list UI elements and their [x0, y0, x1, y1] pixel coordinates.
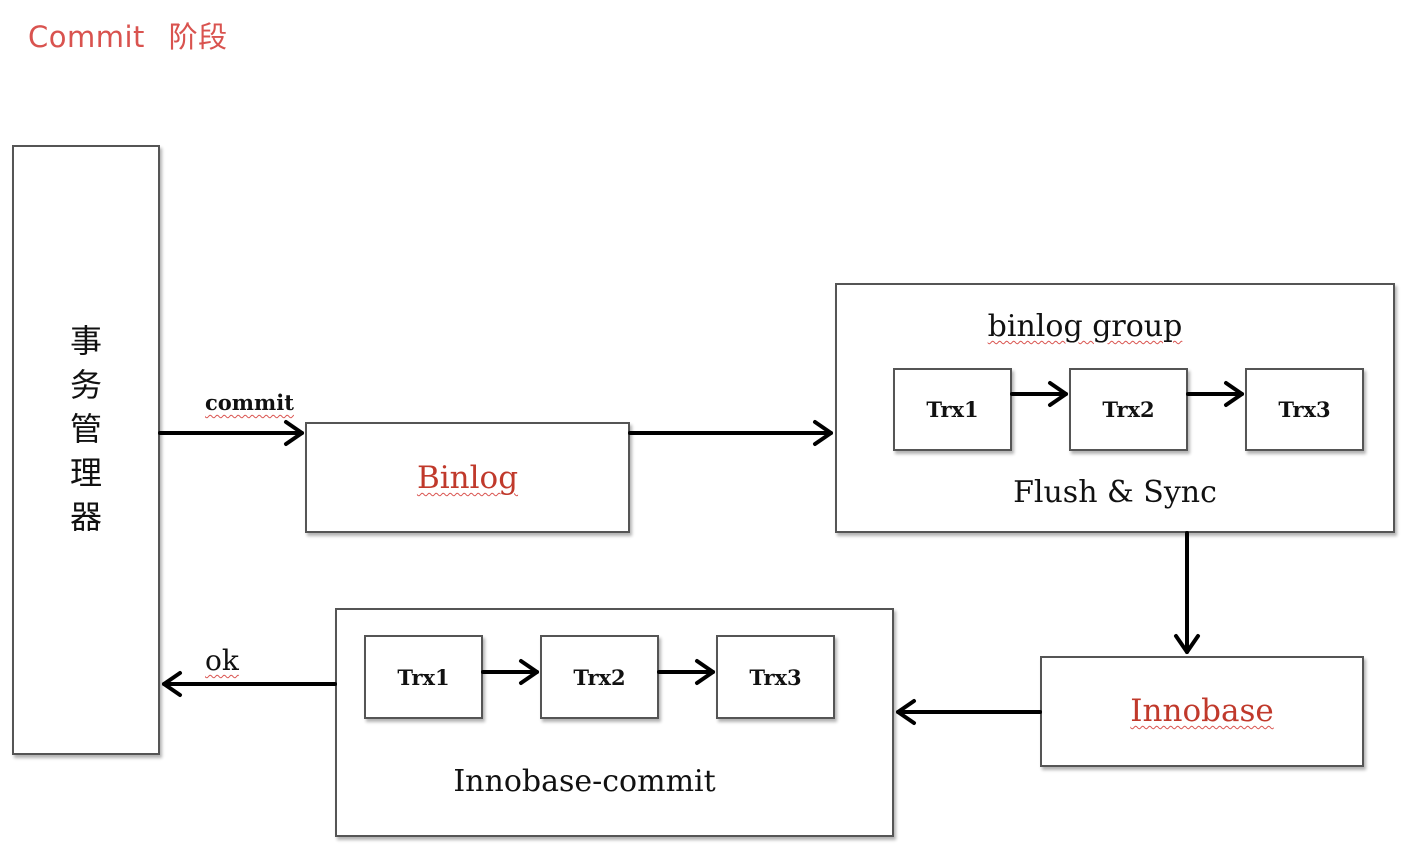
binlog-group-trx1: Trx1 — [893, 368, 1012, 451]
tm-char-1: 事 — [69, 322, 102, 360]
binlog-box: Binlog — [305, 422, 630, 533]
transaction-manager-label: 事 务 管 理 器 — [14, 319, 158, 539]
binlog-label: Binlog — [416, 460, 519, 496]
arrow-innobase-to-commit-head — [896, 699, 916, 725]
tm-char-2: 务 — [69, 366, 102, 404]
tm-char-3: 管 — [69, 410, 102, 448]
innobase-commit-caption: Innobase-commit — [277, 764, 892, 799]
arrow-group-to-innobase-head — [1174, 634, 1200, 654]
innobase-commit-trx1: Trx1 — [364, 635, 483, 719]
commit-edge-label: commit — [205, 390, 294, 415]
binlog-group-trx2: Trx2 — [1069, 368, 1188, 451]
innobase-label: Innobase — [1130, 693, 1274, 729]
page-title-cjk: 阶段 — [168, 20, 228, 54]
innobase-box: Innobase — [1040, 656, 1364, 767]
binlog-group-caption: Flush & Sync — [1013, 475, 1217, 510]
page-title-latin: Commit — [28, 20, 145, 54]
binlog-group-title-text: binlog group — [987, 309, 1183, 344]
innobase-commit-trx2: Trx2 — [540, 635, 659, 719]
innobase-commit-caption-text: Innobase-commit — [453, 764, 716, 799]
arrow-commit-head — [284, 420, 304, 446]
ok-edge-label: ok — [205, 644, 239, 677]
arrow-ok-head — [162, 671, 182, 697]
transaction-manager-box: 事 务 管 理 器 — [12, 145, 160, 755]
tm-char-4: 理 — [69, 454, 102, 492]
tm-char-5: 器 — [69, 498, 102, 536]
page-title: Commit 阶段 — [28, 14, 228, 56]
binlog-group-trx3: Trx3 — [1245, 368, 1364, 451]
arrow-binlog-to-group-head — [813, 420, 833, 446]
innobase-commit-trx3: Trx3 — [716, 635, 835, 719]
binlog-group-title: binlog group — [777, 309, 1393, 344]
